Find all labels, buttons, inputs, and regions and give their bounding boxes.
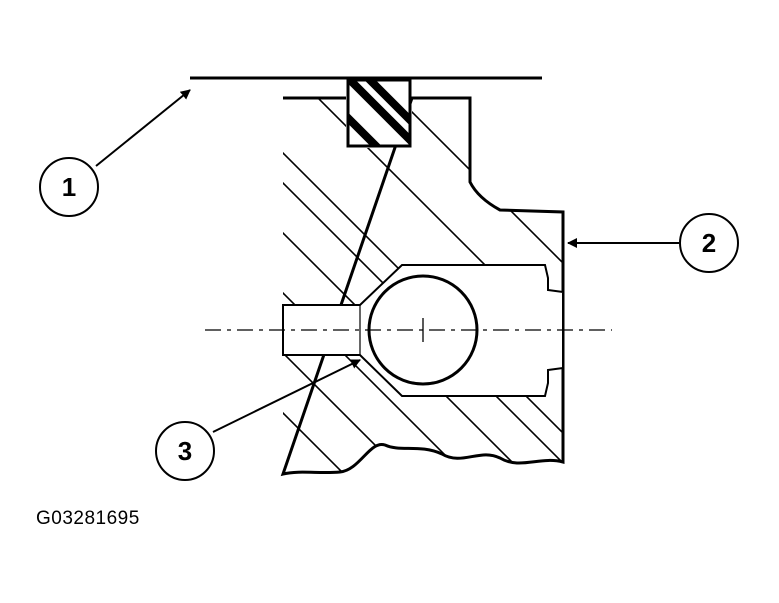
- seal-hatching: [348, 80, 410, 146]
- callout-3: 3: [155, 421, 215, 481]
- valve-body-outline: [280, 96, 565, 477]
- figure-id: G03281695: [36, 508, 140, 529]
- callout-2: 2: [679, 213, 739, 273]
- callout-1-label: 1: [62, 172, 76, 202]
- callout-2-label: 2: [702, 228, 716, 258]
- leader-arrow-1: [95, 89, 191, 167]
- callout-1: 1: [39, 157, 99, 217]
- callout-3-label: 3: [178, 436, 192, 466]
- leader-arrow-3: [212, 359, 361, 433]
